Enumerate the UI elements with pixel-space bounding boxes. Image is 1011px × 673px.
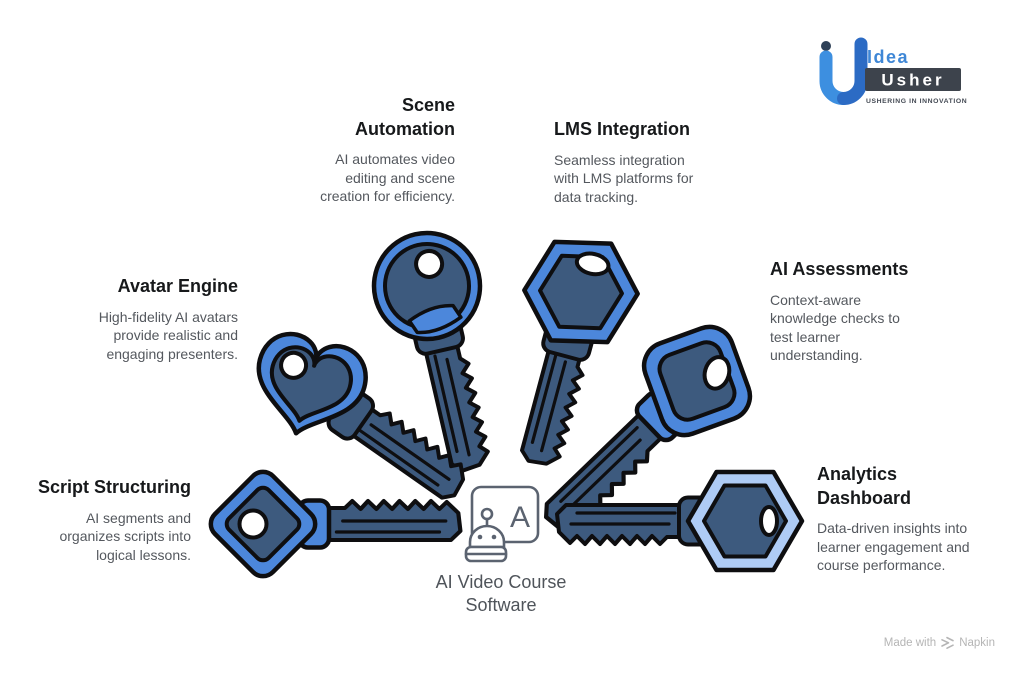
logo-dot-icon (821, 41, 831, 51)
feature-description: AI automates video editing and scene cre… (320, 151, 455, 204)
logo-u-left-icon (819, 50, 850, 105)
credit-text: Made with (883, 637, 937, 649)
center-title: AI Video Course Software (435, 572, 567, 615)
logo-brand-bottom: Usher (881, 71, 944, 90)
feature-title: LMS Integration (554, 119, 690, 139)
idea-usher-logo: Idea Usher USHERING IN INNOVATION (819, 37, 967, 105)
feature-description: Context-aware knowledge checks to test l… (770, 291, 900, 364)
icon-letter-a: A (510, 501, 530, 534)
feature-script-structuring: Script Structuring AI segments and organ… (0, 476, 191, 564)
logo-tagline: USHERING IN INNOVATION (866, 98, 967, 105)
key-avatar-engine (217, 297, 474, 505)
credit-brand: Napkin (959, 637, 995, 649)
logo-brand-top: Idea (867, 47, 909, 67)
feature-ai-assessments: AI Assessments Context-aware knowledge c… (770, 258, 960, 365)
logo-u-right-icon (837, 37, 868, 105)
key-lms-integration (474, 209, 660, 471)
feature-description: Seamless integration with LMS platforms … (554, 151, 694, 205)
feature-description: AI segments and organizes scripts into l… (59, 509, 191, 563)
feature-analytics-dashboard: Analytics Dashboard Data-driven insights… (817, 463, 1011, 575)
made-with-napkin-credit: Made with Napkin (884, 636, 995, 650)
feature-title: AI Assessments (770, 259, 909, 279)
feature-title: Script Structuring (37, 477, 191, 497)
feature-scene-automation: Scene Automation AI automates video edit… (235, 94, 455, 206)
feature-avatar-engine: Avatar Engine High-fidelity AI avatars p… (8, 275, 238, 363)
robot-presenter-icon: A (464, 485, 540, 563)
key-script-structuring (208, 469, 460, 579)
feature-title: Scene Automation (355, 95, 455, 139)
key-ai-assessments (507, 324, 753, 567)
feature-lms-integration: LMS Integration Seamless integration wit… (554, 118, 774, 206)
feature-title: Analytics Dashboard (817, 464, 912, 508)
feature-description: Data-driven insights into learner engage… (817, 520, 970, 573)
key-analytics-dashboard (555, 472, 802, 570)
feature-description: High-fidelity AI avatars provide realist… (98, 308, 238, 362)
logo-usher-box (865, 68, 961, 91)
key-scene-automation (371, 230, 494, 475)
feature-title: Avatar Engine (117, 276, 238, 296)
napkin-logo-icon (941, 636, 954, 649)
